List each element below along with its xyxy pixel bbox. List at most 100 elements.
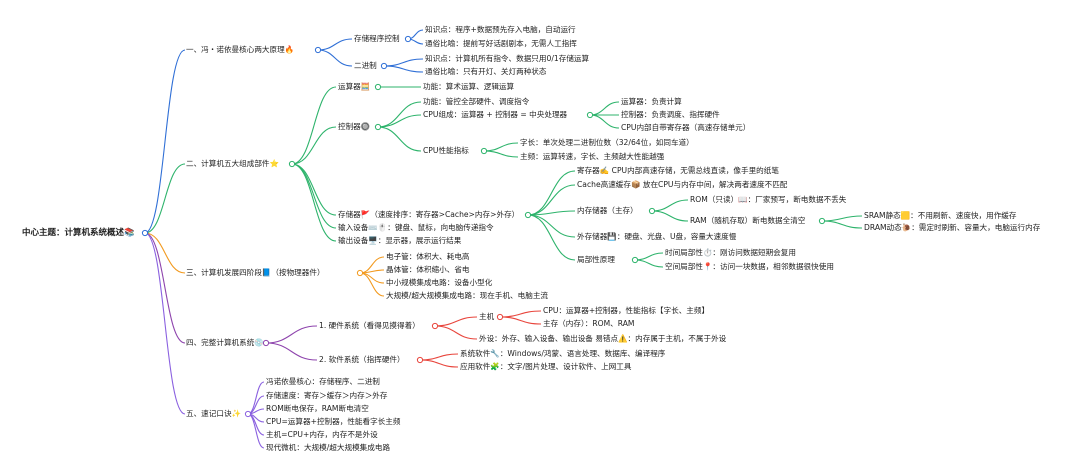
connector-line — [419, 353, 459, 361]
connector-line — [144, 232, 186, 415]
b2-locality-spatial[interactable]: 空间局部性📍：访问一块数据，相邻数据很快使用 — [665, 262, 834, 271]
b4-peripherals[interactable]: 外设：外存、输入设备、输出设备 易错点⚠️：内存属于主机，不属于外设 — [479, 334, 727, 343]
b4-software[interactable]: 2. 软件系统（指挥硬件） — [319, 355, 405, 364]
b5-mnemonic[interactable]: 存储速度：寄存＞缓存＞内存＞外存 — [266, 391, 388, 400]
b5-mnemonic[interactable]: ROM断电保存，RAM断电清空 — [266, 404, 369, 413]
b4-system-software[interactable]: 系统软件🔧：Windows/鸿蒙、语言处理、数据库、编译程序 — [460, 349, 666, 358]
collapse-knob[interactable] — [288, 160, 296, 168]
connector-line — [651, 210, 689, 222]
b3-small-ic[interactable]: 中小规模集成电路：设备小型化 — [386, 278, 493, 287]
branch-1-title[interactable]: 一、冯・诺依曼核心两大原理🔥 — [186, 45, 295, 54]
connector-line — [499, 310, 542, 318]
branch-2-title[interactable]: 二、计算机五大组成部件⭐ — [186, 159, 279, 168]
b1-binary[interactable]: 二进制 — [354, 61, 377, 70]
b2-cpu-registers[interactable]: CPU内部自带寄存器（高速存储单元） — [621, 123, 751, 132]
branch-4-title[interactable]: 四、完整计算机系统💿 — [186, 338, 264, 347]
collapse-knob[interactable] — [648, 207, 656, 215]
branch-3-title[interactable]: 三、计算机发展四阶段📘（按物理器件） — [186, 268, 325, 277]
collapse-knob[interactable] — [374, 83, 382, 91]
connector-line — [634, 252, 664, 261]
collapse-knob[interactable] — [141, 229, 149, 237]
collapse-knob[interactable] — [380, 62, 388, 70]
b2-mem-ram[interactable]: RAM（随机存取）断电数据全清空 — [690, 216, 806, 225]
connector-line — [291, 163, 337, 229]
b2-controller-function[interactable]: 功能：管控全部硬件、调度指令 — [423, 97, 530, 106]
collapse-knob[interactable] — [374, 123, 382, 131]
collapse-knob[interactable] — [496, 313, 504, 321]
b2-cpu-controller[interactable]: 控制器：负责调度、指挥硬件 — [621, 110, 720, 119]
connector-line — [651, 199, 689, 212]
collapse-knob[interactable] — [818, 217, 826, 225]
b2-mem-register[interactable]: 寄存器✍️ CPU内部高速存储，无需总线直读，像手里的纸笔 — [577, 166, 779, 175]
connector-line — [419, 359, 459, 368]
b2-mem-rom[interactable]: ROM（只读）📖：厂家预写，断电数据不丢失 — [690, 195, 847, 204]
b1-binary-analogy[interactable]: 通俗比喻：只有开灯、关灯两种状态 — [425, 67, 547, 76]
b1-stored-program-analogy[interactable]: 通俗比喻：提前写好话剧剧本，无需人工指挥 — [425, 39, 577, 48]
b2-perf-word-length[interactable]: 字长：单次处理二进制位数（32/64位，如同车道） — [520, 138, 694, 147]
b5-mnemonic[interactable]: 主机=CPU+内存，内存不是外设 — [266, 430, 378, 439]
connector-line — [144, 232, 186, 274]
connector-line — [291, 126, 337, 165]
b1-binary-point[interactable]: 知识点：计算机所有指令、数据只用0/1存储运算 — [425, 54, 590, 63]
b2-mem-external[interactable]: 外存储器💾：硬盘、光盘、U盘，容量大速度慢 — [577, 232, 737, 241]
b4-hardware[interactable]: 1. 硬件系统（看得见摸得着） — [319, 321, 420, 330]
b3-large-ic[interactable]: 大规模/超大规模集成电路：现在手机、电脑主流 — [386, 291, 549, 300]
collapse-knob[interactable] — [314, 46, 322, 54]
b5-mnemonic[interactable]: 冯诺依曼核心：存储程序、二进制 — [266, 377, 380, 386]
connector-line — [317, 49, 353, 67]
connector-line — [527, 170, 576, 216]
b4-host-memory[interactable]: 主存（内存）：ROM、RAM — [543, 319, 635, 328]
connector-line — [499, 316, 542, 325]
b2-mem-dram[interactable]: DRAM动态🐌：需定时刷新、容量大，电脑运行内存 — [864, 223, 1041, 232]
collapse-knob[interactable] — [244, 410, 252, 418]
b4-host-cpu[interactable]: CPU：运算器+控制器，性能指标【字长、主频】 — [543, 306, 710, 315]
b2-mem-sram[interactable]: SRAM静态🟨：不用刷新、速度快，用作缓存 — [864, 211, 1017, 220]
connector-line — [821, 220, 863, 229]
b3-vacuum-tube[interactable]: 电子管：体积大、耗电高 — [386, 252, 470, 261]
connector-line — [434, 325, 478, 340]
b2-mem-cache[interactable]: Cache高速缓存📦 放在CPU与内存中间，解决两者速度不匹配 — [577, 180, 788, 189]
connector-line — [634, 259, 664, 268]
branch-5-title[interactable]: 五、速记口诀✨ — [186, 409, 242, 418]
collapse-knob[interactable] — [431, 322, 439, 330]
b2-locality-temporal[interactable]: 时间局部性⏱️：刚访问数据短期会复用 — [665, 248, 796, 257]
connector-line — [483, 150, 519, 158]
b4-host[interactable]: 主机 — [479, 312, 495, 321]
collapse-knob[interactable] — [480, 147, 488, 155]
connector-line — [527, 214, 576, 238]
connector-line — [291, 86, 337, 165]
b3-transistor[interactable]: 晶体管：体积缩小、省电 — [386, 265, 470, 274]
b5-mnemonic[interactable]: CPU=运算器+控制器，性能看字长主频 — [266, 417, 401, 426]
connector-line — [317, 38, 353, 51]
root-topic[interactable]: 中心主题：计算机系统概述📚 — [22, 228, 135, 238]
connector-line — [821, 215, 863, 222]
b2-cpu-performance[interactable]: CPU性能指标 — [423, 146, 469, 155]
collapse-knob[interactable] — [524, 211, 532, 219]
b2-input[interactable]: 输入设备⌨️🖱️：键盘、鼠标，向电脑传递指令 — [338, 223, 494, 232]
collapse-knob[interactable] — [356, 269, 364, 277]
b2-alu[interactable]: 运算器🧮 — [338, 82, 371, 91]
connector-line — [527, 214, 576, 261]
connector-line — [383, 58, 424, 67]
b5-mnemonic[interactable]: 现代微机：大规模/超大规模集成电路 — [266, 443, 391, 452]
collapse-knob[interactable] — [416, 356, 424, 364]
b2-controller[interactable]: 控制器🔘 — [338, 122, 371, 131]
collapse-knob[interactable] — [631, 256, 639, 264]
b2-cpu-composition[interactable]: CPU组成：运算器 + 控制器 = 中央处理器 — [423, 110, 568, 119]
b1-stored-program[interactable]: 存储程序控制 — [354, 34, 400, 43]
b2-cpu-alu[interactable]: 运算器：负责计算 — [621, 97, 682, 106]
b2-mem-locality[interactable]: 局部性原理 — [577, 255, 615, 264]
b2-alu-function[interactable]: 功能：算术运算、逻辑运算 — [423, 82, 515, 91]
collapse-knob[interactable] — [586, 111, 594, 119]
b2-memory[interactable]: 存储器🚩（速度排序：寄存器>Cache>内存>外存） — [338, 210, 520, 219]
b4-application-software[interactable]: 应用软件🧩：文字/图片处理、设计软件、上网工具 — [460, 362, 632, 371]
collapse-knob[interactable] — [262, 339, 270, 347]
b2-perf-clock[interactable]: 主频：运算转速，字长、主频越大性能越强 — [520, 152, 665, 161]
connector-line — [291, 163, 337, 216]
b1-stored-program-point[interactable]: 知识点：程序+数据预先存入电脑，自动运行 — [425, 25, 576, 34]
collapse-knob[interactable] — [404, 35, 412, 43]
b2-output[interactable]: 输出设备🖥️：显示器，展示运行结果 — [338, 236, 462, 245]
b2-mem-main[interactable]: 内存储器（主存） — [577, 206, 638, 215]
connector-line — [144, 49, 186, 234]
